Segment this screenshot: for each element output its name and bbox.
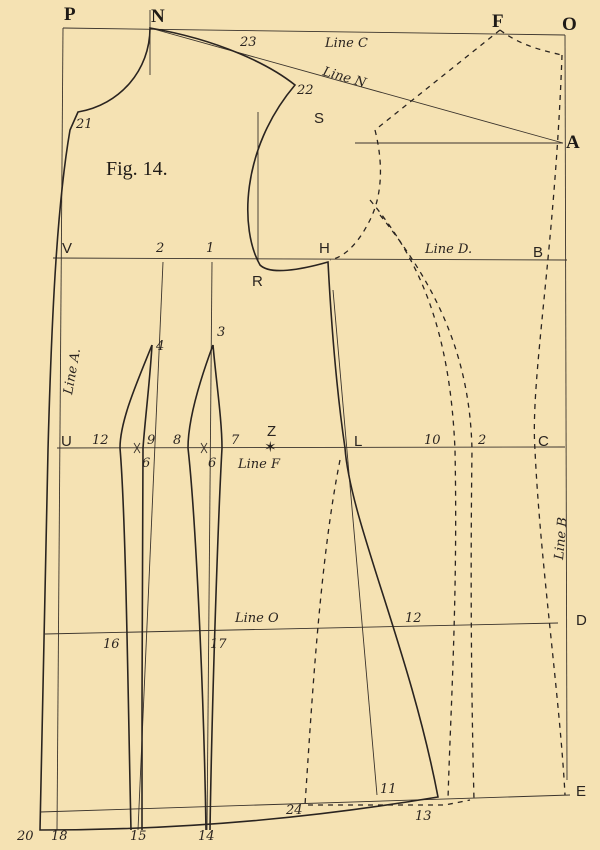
line-f-label: Line F <box>237 457 281 472</box>
bottom-line <box>39 794 571 813</box>
line-b-label: Line B <box>552 517 571 562</box>
num-7: 7 <box>231 433 240 448</box>
num-13: 13 <box>415 809 432 824</box>
line-f <box>56 446 566 449</box>
num-10: 10 <box>424 433 441 448</box>
line-d <box>52 257 568 261</box>
num-8: 8 <box>173 433 181 448</box>
point-d: D <box>576 612 587 629</box>
line-a-label: Line A. <box>61 347 84 396</box>
point-r: R <box>252 273 263 290</box>
pattern-outline <box>39 27 439 831</box>
num-3: 3 <box>217 325 225 340</box>
guide-1 <box>206 261 213 831</box>
star-marker: ✶ <box>264 439 277 456</box>
num-16: 16 <box>103 637 120 652</box>
line-n-label: Line N <box>320 64 368 91</box>
line-d-label: Line D. <box>424 242 472 257</box>
point-u: U <box>61 433 72 450</box>
dart-left-outer <box>119 344 153 831</box>
right-border <box>564 34 568 781</box>
point-c: C <box>538 433 549 450</box>
dash-line-b <box>533 54 566 796</box>
num-6-a: 6 <box>142 456 150 471</box>
num-2-top: 2 <box>155 241 164 256</box>
point-h: H <box>319 240 330 257</box>
num-4: 4 <box>155 339 164 354</box>
num-18: 18 <box>51 829 68 844</box>
num-15: 15 <box>130 829 147 844</box>
dash-side-2 <box>379 214 475 801</box>
dash-f-o <box>499 29 563 56</box>
point-e: E <box>576 783 586 800</box>
line-o-label: Line O <box>234 611 279 626</box>
dart-right-inner <box>209 344 223 831</box>
cross-markers <box>133 442 208 454</box>
construction-lines <box>39 10 571 831</box>
line-c-label: Line C <box>324 36 368 51</box>
line-n <box>149 27 564 144</box>
point-b: B <box>533 244 543 261</box>
point-z: Z <box>267 423 276 440</box>
num-9: 9 <box>147 433 155 448</box>
bodice-outline <box>39 27 439 831</box>
num-22: 22 <box>296 83 314 98</box>
point-f: F <box>492 11 504 32</box>
point-o: O <box>562 14 577 35</box>
point-v: V <box>62 240 72 257</box>
measurement-numbers: 23 22 21 2 1 4 3 12 9 8 7 10 2 6 6 12 16… <box>16 35 486 844</box>
num-6-b: 6 <box>208 456 216 471</box>
line-c <box>62 27 566 36</box>
line-11 <box>332 289 378 796</box>
num-20: 20 <box>16 829 34 844</box>
num-24: 24 <box>285 803 303 818</box>
dart-right-outer <box>187 344 214 831</box>
num-2-mid: 2 <box>477 433 486 448</box>
point-l: L <box>354 433 362 450</box>
point-a: A <box>566 132 580 153</box>
num-23: 23 <box>239 35 257 50</box>
num-21: 21 <box>75 117 93 132</box>
num-11: 11 <box>380 782 397 797</box>
num-12-u: 12 <box>92 433 109 448</box>
dash-f-s <box>374 29 501 131</box>
point-p: P <box>64 4 76 25</box>
num-14: 14 <box>198 829 215 844</box>
figure-title: Fig. 14. <box>106 158 168 180</box>
num-17: 17 <box>210 637 227 652</box>
dart-left-inner <box>141 344 153 831</box>
dash-skirt <box>304 459 471 806</box>
line-o <box>44 622 559 635</box>
point-n: N <box>151 6 165 27</box>
num-12-o: 12 <box>405 611 422 626</box>
dash-side-1 <box>369 199 457 801</box>
num-1-top: 1 <box>206 241 214 256</box>
dashed-lines <box>304 29 566 806</box>
point-s: S <box>314 110 324 127</box>
line-a <box>56 27 64 831</box>
dash-armhole <box>329 129 382 261</box>
